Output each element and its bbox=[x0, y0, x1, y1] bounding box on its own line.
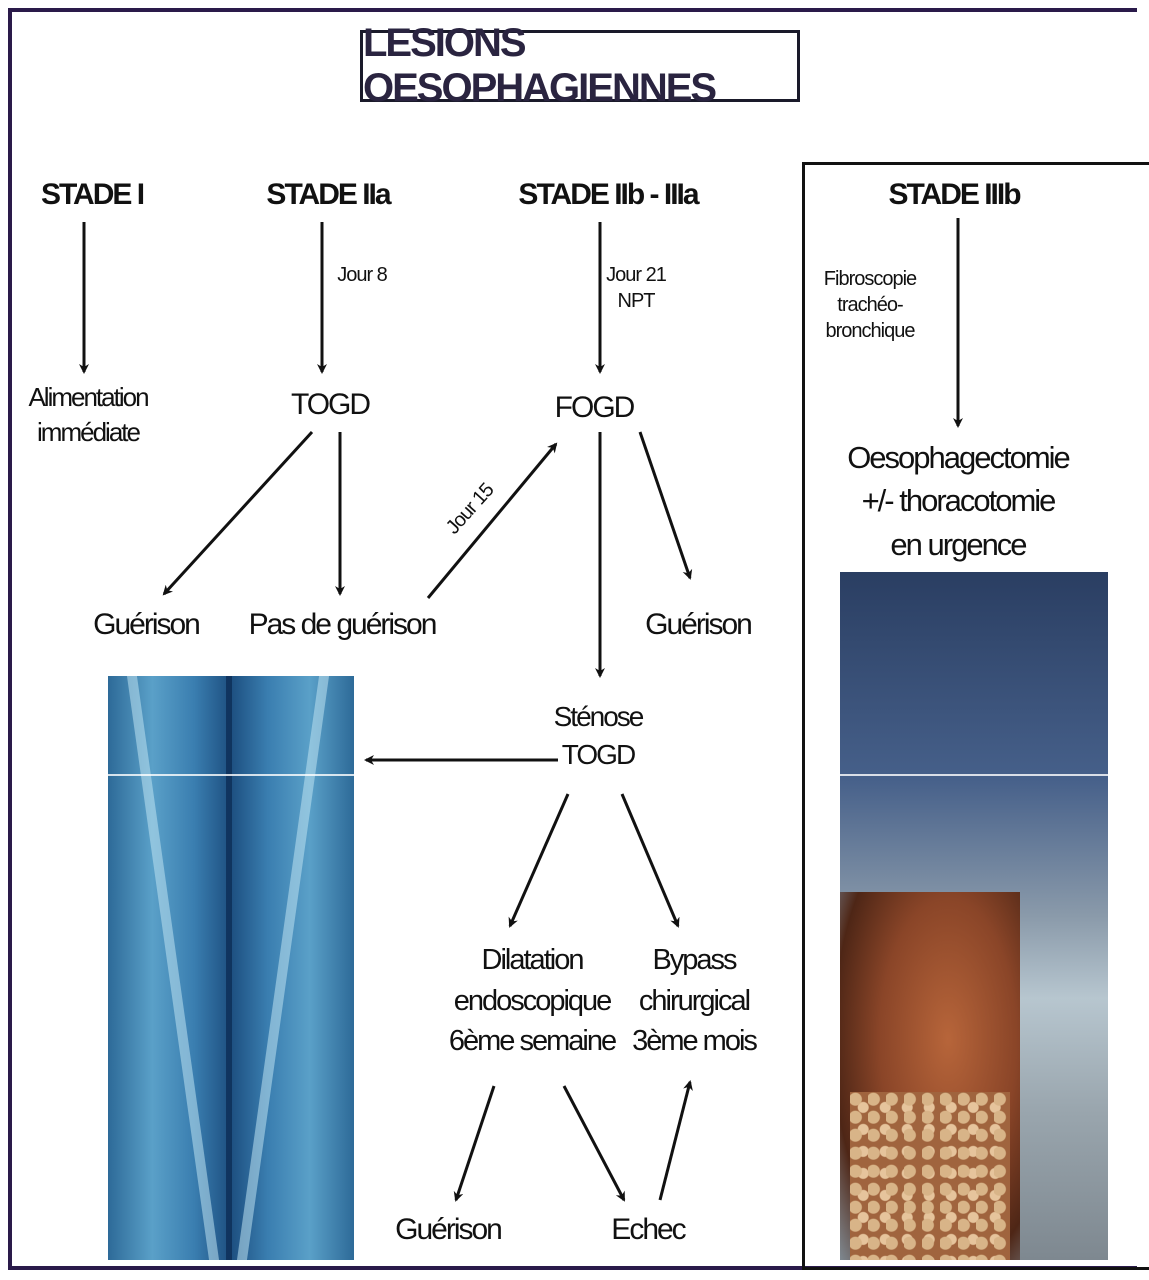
arrow-dilatation-to-guerison bbox=[456, 1086, 494, 1200]
arrow-dilatation-to-echec bbox=[564, 1086, 624, 1200]
arrow-stenose-to-bypass bbox=[622, 794, 678, 926]
arrow-togd-to-guerison bbox=[164, 432, 312, 594]
arrow-fogd-to-guerison bbox=[640, 432, 690, 578]
arrow-stenose-to-dilatation bbox=[510, 794, 568, 926]
arrow-echec-to-bypass bbox=[660, 1082, 690, 1200]
arrow-pas-de-guerison-to-fogd bbox=[428, 444, 556, 598]
